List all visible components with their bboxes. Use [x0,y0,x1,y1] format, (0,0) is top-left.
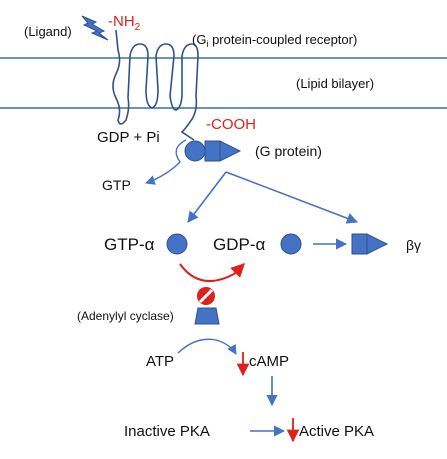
gtp-alpha-circle [166,233,188,255]
ligand-label: (Ligand) [24,24,72,39]
gtp-release-arrow [145,139,187,185]
g-protein-gamma-triangle [219,140,242,162]
beta-gamma-label: βγ [406,237,421,253]
beta-rect [351,233,368,255]
active-pka-label: Active PKA [299,423,374,440]
cooh-label: -COOH [206,116,256,133]
g-protein-alpha-circle [184,140,206,162]
receptor-serpentine [112,29,199,141]
camp-label: cAMP [249,353,289,370]
nh2-label: -NH2 [108,13,141,33]
inhibition-icon [197,287,215,305]
inactive-pka-label: Inactive PKA [124,423,210,440]
gdp-alpha-label: GDP-α [213,235,266,254]
arrow-to-gtp-alpha [187,171,227,223]
adenylyl-cyclase-shape [194,307,220,325]
gtp-label: GTP [102,177,131,193]
ligand-bolt-icon [81,15,109,41]
gdp-alpha-circle [280,233,302,255]
receptor-label: (Gi protein-coupled receptor) [192,32,357,49]
atp-conversion-arrow [177,338,237,355]
g-protein-beta-rect [204,140,221,162]
gamma-triangle [366,233,389,255]
gdp-pi-label: GDP + Pi [97,129,160,146]
g-protein-label: (G protein) [255,143,322,159]
gtp-hydrolysis-arrow [179,263,245,282]
atp-label: ATP [146,353,174,370]
adenylyl-cyclase-label: (Adenylyl cyclase) [77,309,174,323]
lipid-bilayer-label: (Lipid bilayer) [296,76,374,91]
gtp-alpha-label: GTP-α [104,235,155,254]
arrow-to-beta-gamma [225,171,359,224]
